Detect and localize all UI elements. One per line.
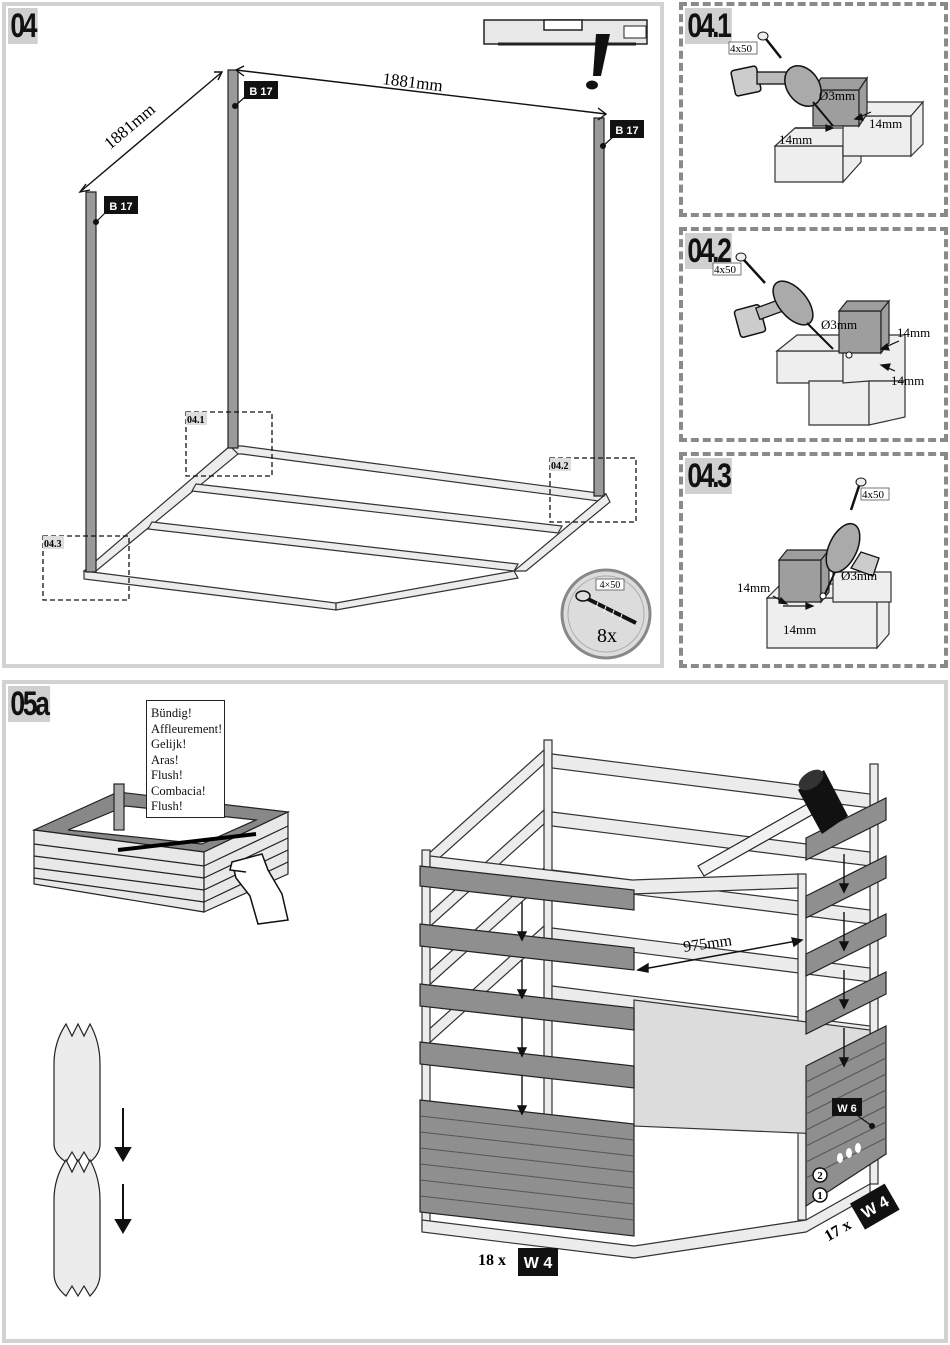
step-04-3-panel: 04.3 4x50 Ø3mm bbox=[679, 452, 948, 668]
step-04-label: 04 bbox=[8, 8, 38, 44]
screw-size-text: 4×50 bbox=[600, 580, 621, 591]
offset-text-left: 14mm bbox=[737, 580, 770, 595]
offset-text-right: 14mm bbox=[869, 116, 902, 131]
dimension-label-back: 1881mm bbox=[382, 69, 444, 95]
flush-note-line: Affleurement! bbox=[151, 721, 223, 736]
detail-marker-04-2: 04.2 bbox=[549, 457, 637, 523]
screw-icon bbox=[757, 31, 782, 59]
b17-tag-text: B 17 bbox=[249, 86, 272, 98]
offset-text-left: 14mm bbox=[779, 132, 812, 147]
corner-posts bbox=[85, 69, 605, 573]
offset-text-bottom: 14mm bbox=[783, 622, 816, 637]
screw-size-text: 4x50 bbox=[714, 264, 737, 276]
count-left: 18 x W 4 bbox=[478, 1248, 558, 1276]
tongue-groove-detail bbox=[53, 1022, 101, 1298]
b17-tag-text: B 17 bbox=[615, 125, 638, 137]
order-mark-2: 2 bbox=[817, 1170, 823, 1182]
board-lines-left bbox=[419, 1115, 635, 1221]
part-tag-b17-middle: B 17 bbox=[232, 81, 278, 109]
screw-size-text: 4x50 bbox=[862, 489, 885, 501]
count-left-text: 18 x bbox=[478, 1252, 506, 1269]
drill-icon bbox=[824, 522, 880, 595]
offset-text-upper: 14mm bbox=[897, 325, 930, 340]
marker-042-text: 04.2 bbox=[551, 461, 569, 472]
gap-dimension-line bbox=[636, 937, 804, 973]
screw-icon bbox=[849, 477, 867, 511]
marker-043-text: 04.3 bbox=[44, 539, 62, 550]
part-tag-w6: W 6 bbox=[832, 1098, 875, 1129]
detail-marker-04-1: 04.1 bbox=[185, 411, 273, 477]
hole-diameter-text: Ø3mm bbox=[821, 317, 857, 332]
mallet-icon bbox=[697, 769, 848, 877]
floor-frame bbox=[82, 445, 611, 611]
step-04-drawing: 1881mm 1881mm B 17 B 17 B 17 04.1 bbox=[42, 19, 652, 660]
screw-icon bbox=[575, 590, 637, 625]
flush-note-line: Aras! bbox=[151, 752, 179, 767]
flush-note: Bündig! Affleurement! Gelijk! Aras! Flus… bbox=[146, 700, 225, 818]
step-04-panel: 04 bbox=[2, 2, 664, 668]
step-04-1-label: 04.1 bbox=[685, 8, 732, 44]
step-05a-panel: 05a bbox=[2, 680, 948, 1343]
boards-left-wall bbox=[419, 865, 635, 1237]
drill-icon bbox=[730, 65, 834, 127]
dimension-lines bbox=[78, 65, 608, 194]
offset-text-lower: 14mm bbox=[891, 373, 924, 388]
step-05a-drawing: 975mm W 6 2 1 18 x W 4 17 x bbox=[31, 739, 900, 1298]
screw-icon bbox=[735, 252, 766, 284]
b17-tag-text: B 17 bbox=[109, 201, 132, 213]
order-marks: 2 1 bbox=[812, 1167, 828, 1203]
step-04-2-drawing: 4x50 Ø3mm 14mm 14mm bbox=[712, 252, 930, 426]
dimension-label-side: 1881mm bbox=[100, 100, 159, 153]
detail-marker-04-3: 04.3 bbox=[42, 535, 130, 601]
vent-holes bbox=[837, 1143, 861, 1163]
flush-note-line: Flush! bbox=[151, 768, 183, 782]
step-05a-label: 05a bbox=[8, 686, 50, 722]
screw-count-badge: 4×50 8x bbox=[560, 568, 652, 660]
flush-note-line: Bündig! bbox=[151, 706, 192, 720]
step-04-3-label: 04.3 bbox=[685, 458, 732, 494]
hand-icon bbox=[229, 853, 289, 925]
hole-diameter-text: Ø3mm bbox=[841, 568, 877, 583]
screw-count-text: 8x bbox=[597, 625, 617, 647]
marker-041-text: 04.1 bbox=[187, 415, 205, 426]
flush-note-line: Combacia! bbox=[151, 783, 206, 798]
step-04-3-drawing: 4x50 Ø3mm 14mm 14mm bbox=[737, 477, 892, 650]
screw-size-text: 4x50 bbox=[730, 43, 753, 55]
spirit-level-icon bbox=[483, 19, 648, 46]
flush-note-line: Flush! bbox=[151, 799, 183, 813]
order-mark-1: 1 bbox=[817, 1190, 823, 1202]
w4-tag-text-left: W 4 bbox=[524, 1255, 553, 1272]
flush-note-line: Gelijk! bbox=[151, 737, 187, 751]
board-lines-right bbox=[805, 1041, 887, 1179]
step-04-1-drawing: 4x50 Ø3mm 14mm 14mm bbox=[728, 31, 925, 184]
drill-icon bbox=[733, 280, 834, 350]
insertion-arrows bbox=[516, 854, 850, 1116]
hole-diameter-text: Ø3mm bbox=[819, 88, 855, 103]
step-04-2-panel: 04.2 4x50 Ø3mm bbox=[679, 227, 948, 442]
exclamation-icon bbox=[586, 34, 610, 90]
part-tag-b17-right: B 17 bbox=[600, 120, 644, 149]
gap-dimension-text: 975mm bbox=[682, 932, 733, 956]
step-04-1-panel: 04.1 4x50 Ø3mm bbox=[679, 2, 948, 217]
downward-arrows bbox=[114, 1108, 132, 1234]
w6-tag-text: W 6 bbox=[837, 1103, 857, 1115]
part-tag-b17-left: B 17 bbox=[93, 196, 138, 225]
